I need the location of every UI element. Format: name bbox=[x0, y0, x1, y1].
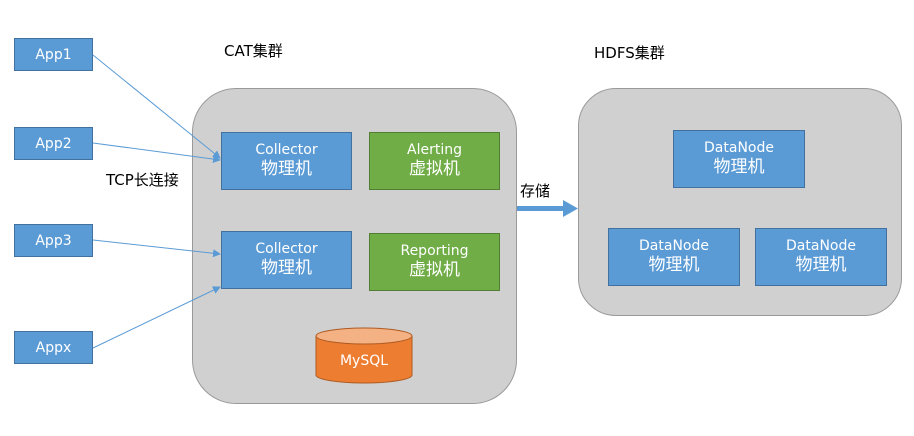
collector-1-name: Collector bbox=[255, 142, 318, 159]
datanode-2-name: DataNode bbox=[639, 238, 709, 255]
datanode-1: DataNode 物理机 bbox=[673, 130, 805, 188]
datanode-2: DataNode 物理机 bbox=[608, 228, 740, 286]
collector-1-type: 物理机 bbox=[261, 159, 312, 180]
reporting-node: Reporting 虚拟机 bbox=[369, 233, 500, 291]
mysql-label: MySQL bbox=[340, 353, 388, 369]
cat-cluster-title: CAT集群 bbox=[224, 42, 283, 60]
appx-box: Appx bbox=[14, 331, 93, 364]
app3-label: App3 bbox=[35, 232, 72, 249]
alerting-name: Alerting bbox=[407, 142, 462, 159]
reporting-name: Reporting bbox=[400, 243, 469, 260]
datanode-3-type: 物理机 bbox=[795, 255, 847, 276]
app2-label: App2 bbox=[35, 135, 72, 152]
reporting-type: 虚拟机 bbox=[409, 260, 460, 281]
datanode-2-type: 物理机 bbox=[648, 255, 700, 276]
arrow-app1-to-collector1 bbox=[92, 54, 221, 159]
collector-2-name: Collector bbox=[255, 241, 318, 258]
datanode-1-type: 物理机 bbox=[713, 157, 765, 178]
storage-arrow bbox=[517, 200, 578, 217]
collector-node-1: Collector 物理机 bbox=[221, 132, 352, 190]
datanode-3-name: DataNode bbox=[786, 238, 856, 255]
tcp-connection-label: TCP长连接 bbox=[106, 171, 179, 189]
app1-label: App1 bbox=[35, 46, 72, 63]
alerting-node: Alerting 虚拟机 bbox=[369, 132, 500, 190]
datanode-1-name: DataNode bbox=[704, 140, 774, 157]
arrow-app2-to-collector1 bbox=[92, 142, 221, 164]
app1-box: App1 bbox=[14, 38, 93, 71]
app2-box: App2 bbox=[14, 127, 93, 160]
arrow-app3-to-collector2 bbox=[92, 239, 221, 258]
collector-node-2: Collector 物理机 bbox=[221, 231, 352, 289]
mysql-database-icon: MySQL bbox=[315, 327, 413, 384]
app3-box: App3 bbox=[14, 224, 93, 257]
alerting-type: 虚拟机 bbox=[409, 159, 460, 180]
appx-label: Appx bbox=[35, 339, 72, 356]
arrow-appx-to-collector2 bbox=[92, 286, 221, 349]
hdfs-cluster-title: HDFS集群 bbox=[594, 44, 665, 62]
collector-2-type: 物理机 bbox=[261, 258, 312, 279]
datanode-3: DataNode 物理机 bbox=[755, 228, 887, 286]
storage-label: 存储 bbox=[520, 182, 551, 200]
